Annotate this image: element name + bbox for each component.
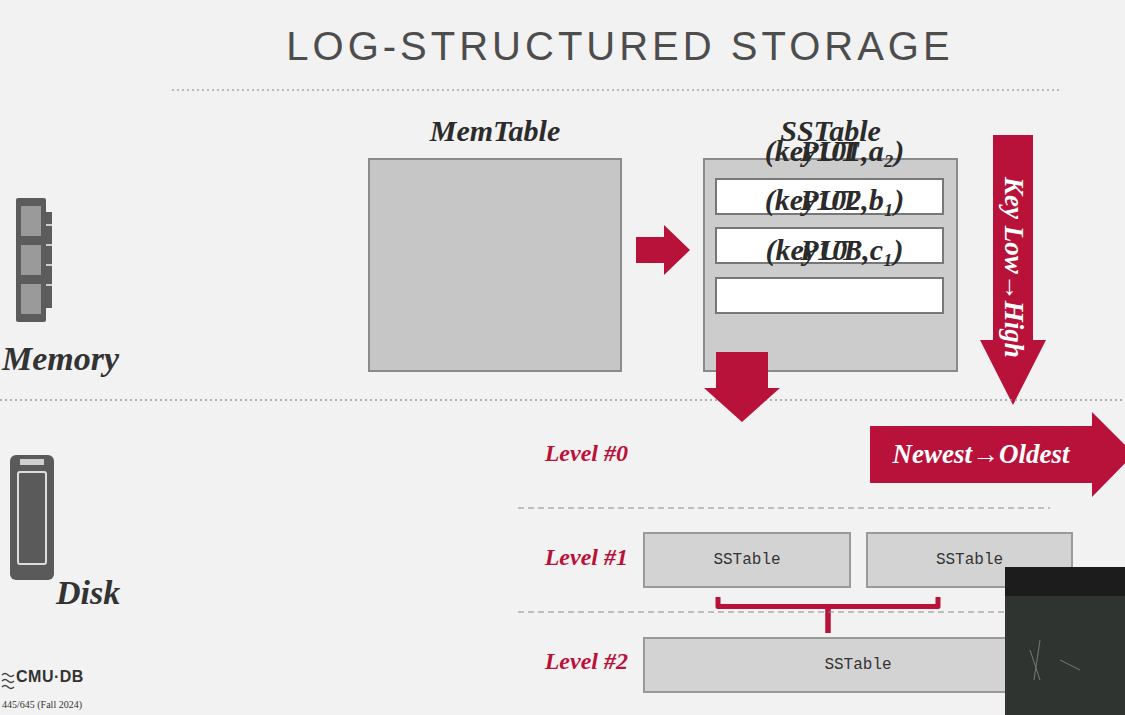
level-label: Level #0 [460,440,628,467]
ram-pin-gap [46,264,52,266]
logo-text: CMU·DB [16,668,136,686]
flush-arrow [704,352,780,422]
webcam-frame [1005,567,1125,715]
slide-title: LOG-STRUCTURED STORAGE [170,24,1070,69]
merge-bracket [828,597,938,633]
box-label: SSTable [936,551,1003,569]
key-value-pair: (key101,a₂) [687,134,982,168]
key-value-pair: (key103,c₁) [687,233,982,267]
flush-arrow [636,225,690,275]
ram-chip [21,206,41,236]
sstable-box: SSTable [866,532,1073,588]
sstable-box: SSTablePUT(key101,a₂)PUT(key102,b₁)PUT(k… [703,158,958,372]
ssd-connector [20,459,44,465]
level-divider [518,611,1050,612]
memory-disk-divider [0,399,1125,401]
course-label: 445/645 (Fall 2024) [2,699,162,710]
ram-pin-gap [46,224,52,226]
level-divider [518,507,1050,508]
ssd-panel [18,472,46,564]
ram-chip [21,284,41,314]
ram-pins [46,212,52,308]
memory-icon [16,198,52,322]
key-order-arrow: Key Low→High [980,135,1046,405]
level-label: Level #1 [460,544,628,571]
key-value-pair: (key102,b₁) [687,183,982,217]
sstable-box: SSTable [643,637,1073,693]
disk-icon [10,455,54,580]
logo-mark [2,674,14,689]
ram-stick [16,198,46,322]
title-rule [172,89,1060,91]
ram-pin-gap [46,284,52,286]
arrow-label: Key Low→High [993,145,1033,390]
put-entry: PUT(key103,c₁) [715,277,944,314]
arrow-label: Newest→Oldest [870,426,1092,483]
merge-bracket [718,597,828,633]
ram-pin-gap [46,244,52,246]
box-label: SSTable [824,656,891,674]
arrow-body [980,135,1046,405]
level-label: Level #2 [460,648,628,675]
tier-label: Memory [2,340,162,378]
age-order-arrow: Newest→Oldest [870,412,1125,497]
box-label: SSTable [713,551,780,569]
memtable-box: MemTable [368,158,622,372]
logo-waves [2,674,14,689]
webcam-board [1005,596,1125,715]
tier-label: Disk [56,574,176,612]
webcam-overlay [1005,567,1125,715]
sstable-box: SSTable [643,532,851,588]
ram-chip [21,245,41,275]
box-heading: MemTable [330,114,660,148]
arrow-body [870,412,1125,497]
webcam-chalk [1030,640,1080,680]
ssd-body [10,455,54,580]
